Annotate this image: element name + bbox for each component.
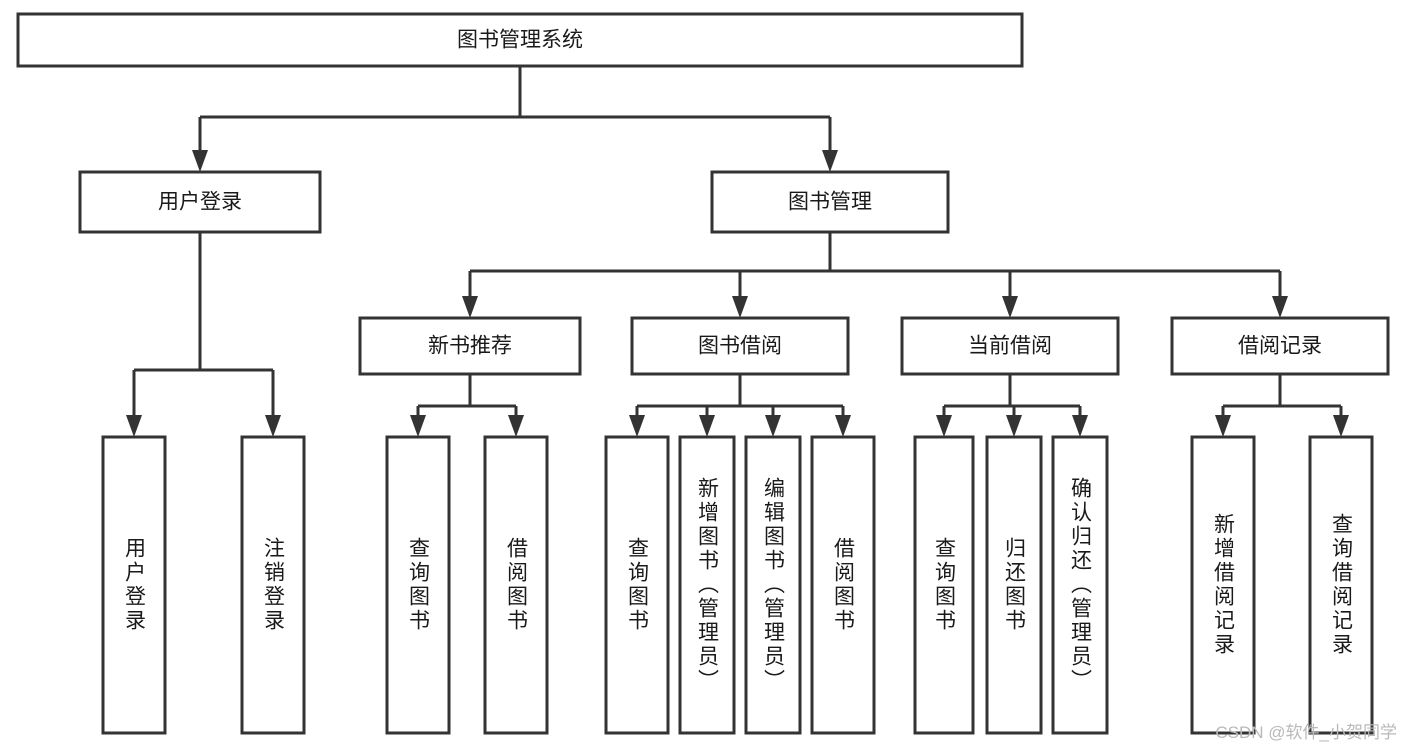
arrow-head-icon: [629, 415, 645, 437]
node-box-level3-book-borrow: [630, 316, 850, 376]
arrow-head-icon: [732, 296, 748, 318]
node-box-leaf-leaf-borrow-book-1: [483, 435, 549, 735]
node-box-level2-book-manage: [710, 170, 950, 234]
node-label-level3-borrow-record: 借阅记录: [1238, 335, 1322, 358]
node-label-level2-user-login: 用户登录: [158, 191, 242, 214]
node-box-level3-current-borrow: [900, 316, 1120, 376]
node-box-leaf-leaf-user-login: [101, 435, 167, 735]
node-box-leaf-leaf-logout-login: [240, 435, 306, 735]
arrow-head-icon: [1006, 415, 1022, 437]
arrow-head-icon: [1072, 415, 1088, 437]
node-box-leaf-leaf-query-book-3: [913, 435, 975, 735]
connector-lines: [126, 66, 1349, 437]
node-box-leaf-leaf-return-book: [985, 435, 1043, 735]
node-box-level2-user-login: [78, 170, 322, 234]
arrow-head-icon: [410, 415, 426, 437]
node-boxes: [16, 12, 1390, 735]
node-box-level3-new-book-rec: [358, 316, 582, 376]
node-box-level3-borrow-record: [1170, 316, 1390, 376]
node-label-level3-book-borrow: 图书借阅: [698, 335, 782, 358]
node-box-leaf-leaf-query-record: [1308, 435, 1374, 735]
arrow-head-icon: [1215, 415, 1231, 437]
csdn-watermark: CSDN @软件_小贺同学: [1215, 723, 1397, 742]
node-box-leaf-leaf-borrow-book-2: [810, 435, 876, 735]
arrow-head-icon: [1002, 296, 1018, 318]
arrow-head-icon: [936, 415, 952, 437]
node-label-level2-book-manage: 图书管理: [788, 191, 872, 214]
node-label-level3-new-book-rec: 新书推荐: [428, 335, 512, 358]
arrow-head-icon: [1272, 296, 1288, 318]
arrow-head-icon: [462, 296, 478, 318]
arrow-head-icon: [126, 415, 142, 437]
arrow-head-icon: [508, 415, 524, 437]
arrow-head-icon: [1333, 415, 1349, 437]
arrow-head-icon: [835, 415, 851, 437]
node-label-root: 图书管理系统: [457, 29, 583, 52]
arrow-head-icon: [699, 415, 715, 437]
node-box-leaf-leaf-confirm-return: [1051, 435, 1109, 735]
arrow-head-icon: [822, 150, 838, 172]
node-label-level3-current-borrow: 当前借阅: [968, 335, 1052, 358]
node-box-leaf-leaf-query-book-1: [385, 435, 451, 735]
node-box-leaf-leaf-add-book: [678, 435, 736, 735]
node-box-root: [16, 12, 1024, 68]
node-box-leaf-leaf-query-book-2: [604, 435, 670, 735]
arrow-head-icon: [765, 415, 781, 437]
arrow-head-icon: [192, 150, 208, 172]
arrow-head-icon: [265, 415, 281, 437]
node-box-leaf-leaf-add-record: [1190, 435, 1256, 735]
node-box-leaf-leaf-edit-book: [744, 435, 802, 735]
